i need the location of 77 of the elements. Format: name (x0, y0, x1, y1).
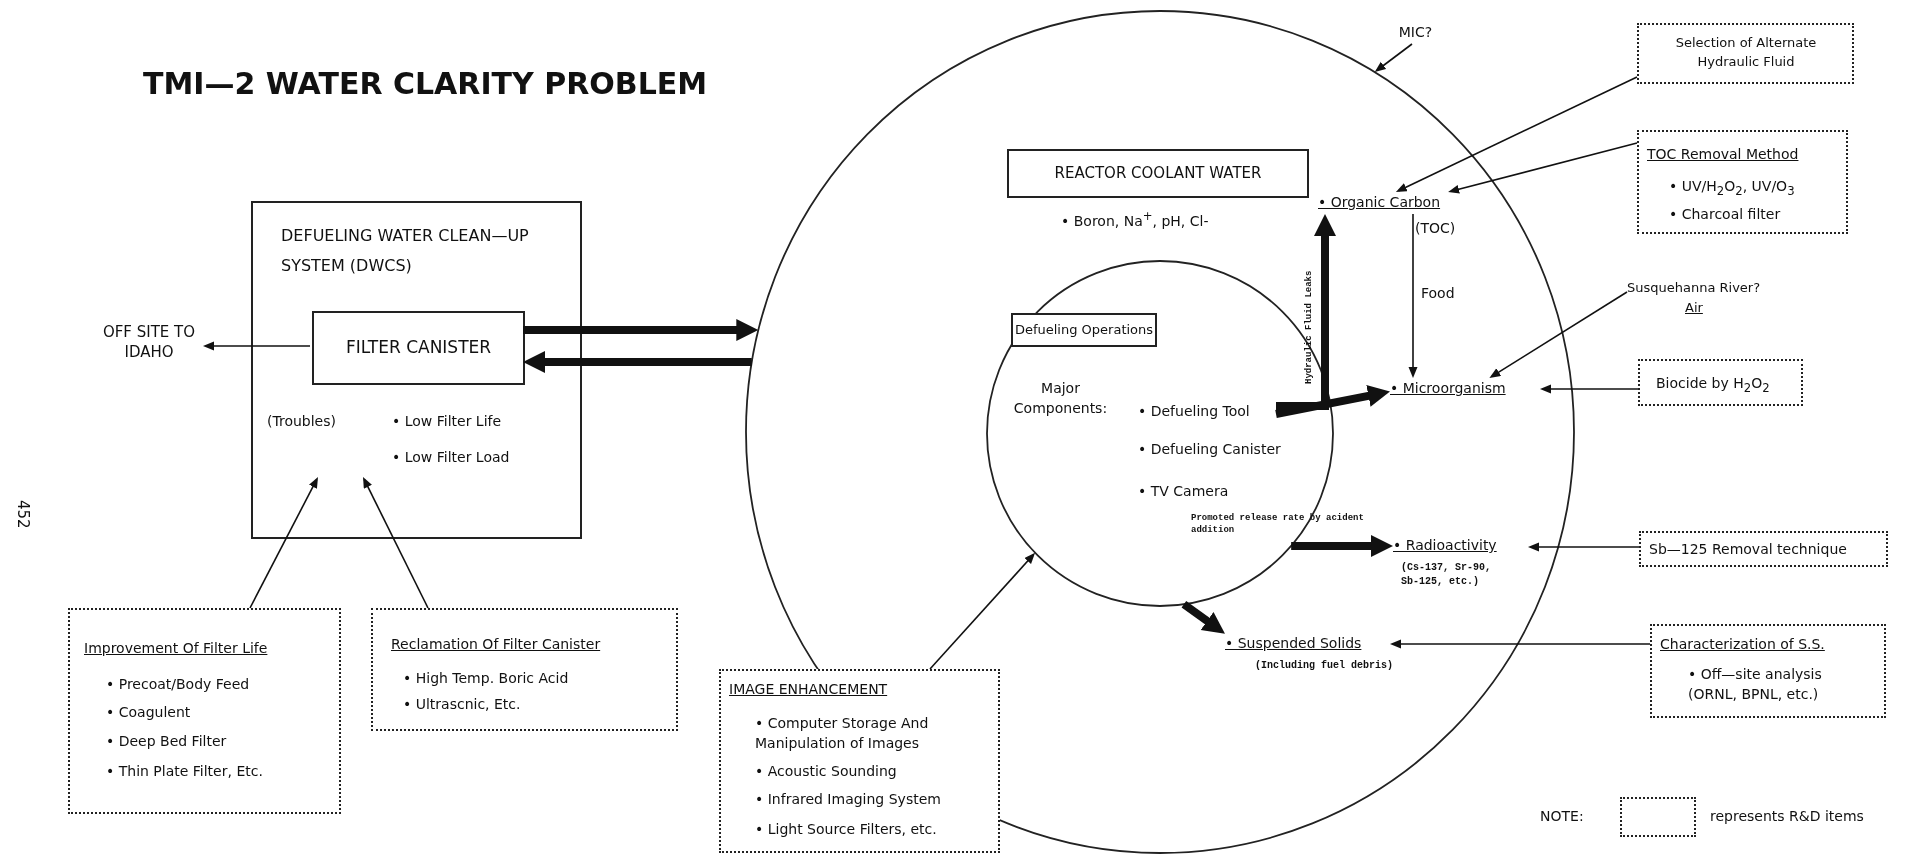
arrow (1408, 213, 1418, 378)
list-item: • Radioactivity (1393, 536, 1498, 555)
node-label: MIC? (1397, 23, 1434, 42)
node-text: (Troubles) (267, 412, 337, 431)
legend-text: represents R&D items (1710, 808, 1864, 824)
arrow (203, 341, 311, 351)
arrow (1374, 43, 1413, 73)
list-item: • TV Camera (1138, 483, 1229, 499)
dotted-box (68, 608, 341, 814)
list-item: • Infrared Imaging System (755, 790, 942, 809)
edge-label: Hydraulic Fluid Leaks (1303, 269, 1315, 386)
dotted-box (719, 669, 1000, 853)
list-item: • Coagulent (106, 703, 192, 722)
page-number: 452 (14, 500, 32, 529)
list-item: • Thin Plate Filter, Etc. (106, 762, 264, 781)
node-text: Biocide by H$_{2}$O$_{2}$ (1656, 374, 1771, 397)
thick-arrow (1275, 385, 1390, 418)
side-note: (Cs-137, Sr-90, Sb-125, etc.) (1401, 561, 1492, 589)
list-item: • Precoat/Body Feed (106, 675, 251, 694)
list-item: • Boron, Na$^{+}$, pH, Cl- (1061, 208, 1210, 231)
list-item: • Organic Carbon (1318, 193, 1442, 212)
arrow (1540, 384, 1639, 394)
dotted-box (371, 608, 678, 731)
list-item: • Defueling Canister (1138, 441, 1281, 457)
list-item: • Ultrascnic, Etc. (403, 695, 522, 714)
thick-arrow (523, 319, 759, 341)
dotted-box (1637, 130, 1848, 234)
dotted-box (1639, 531, 1888, 567)
list-item: • Light Source Filters, etc. (755, 820, 938, 839)
list-item: • Acoustic Sounding (755, 762, 898, 781)
arrow (1528, 542, 1640, 552)
arrow (249, 477, 318, 609)
underlined-heading: TOC Removal Method (1647, 145, 1800, 164)
list-item: • UV/H$_{2}$O$_{2}$, UV/O$_{3}$ (1669, 177, 1796, 200)
list-item: • Low Filter Load (392, 448, 511, 467)
note-label: NOTE: (1540, 808, 1584, 824)
heading-box: Defueling Operations (1011, 313, 1157, 347)
list-item: • Computer Storage And Manipulation of Images (755, 714, 930, 753)
list-item: • Charcoal filter (1669, 205, 1782, 224)
edge-label: Promoted release rate by acident addition (1191, 512, 1365, 536)
node-text: Selection of Alternate Hydraulic Fluid (1674, 34, 1818, 71)
list-item: • Low Filter Life (392, 412, 503, 431)
side-note: (Including fuel debris) (1255, 659, 1395, 673)
list-item: • High Temp. Boric Acid (403, 669, 570, 688)
arrow (1390, 639, 1651, 649)
underlined-heading: Improvement Of Filter Life (84, 639, 269, 658)
node-text: FILTER CANISTER (344, 337, 493, 357)
node-text: Sb—125 Removal technique (1649, 540, 1848, 559)
side-note: (TOC) (1415, 219, 1457, 238)
node-text: Susquehanna River? (1627, 279, 1762, 297)
arrow (1448, 142, 1638, 194)
underlined-heading: Characterization of S.S. (1660, 635, 1826, 654)
heading-box: REACTOR COOLANT WATER (1007, 149, 1309, 198)
underlined-heading: IMAGE ENHANCEMENT (729, 680, 889, 699)
thick-arrow (1276, 214, 1336, 410)
diagram-title: TMI—2 WATER CLARITY PROBLEM (143, 66, 708, 101)
list-item: • Off—site analysis (ORNL, BPNL, etc.) (1688, 665, 1823, 704)
list-item: • Deep Bed Filter (106, 732, 228, 751)
arrow (1395, 76, 1638, 192)
arrow (363, 477, 429, 609)
node-text: DEFUELING WATER CLEAN—UP SYSTEM (DWCS) (281, 225, 530, 277)
process-box (312, 311, 525, 385)
dotted-box (1637, 23, 1854, 84)
node-label: • Microorganism (1390, 379, 1507, 398)
node-label: OFF SITE TO IDAHO (101, 322, 197, 362)
node-text: Major Components: (1012, 379, 1109, 418)
dotted-box (1638, 359, 1803, 406)
arrow (929, 552, 1036, 670)
node-label: • Defueling Tool (1138, 402, 1251, 421)
thick-arrow (1181, 601, 1225, 634)
underlined-heading: Reclamation Of Filter Canister (391, 635, 602, 654)
edge-label: Food (1421, 285, 1455, 301)
dotted-box (1650, 624, 1886, 718)
process-box (251, 201, 582, 539)
list-item: • Suspended Solids (1225, 634, 1363, 653)
node-text: Air (1685, 299, 1704, 317)
arrow (1489, 291, 1628, 378)
